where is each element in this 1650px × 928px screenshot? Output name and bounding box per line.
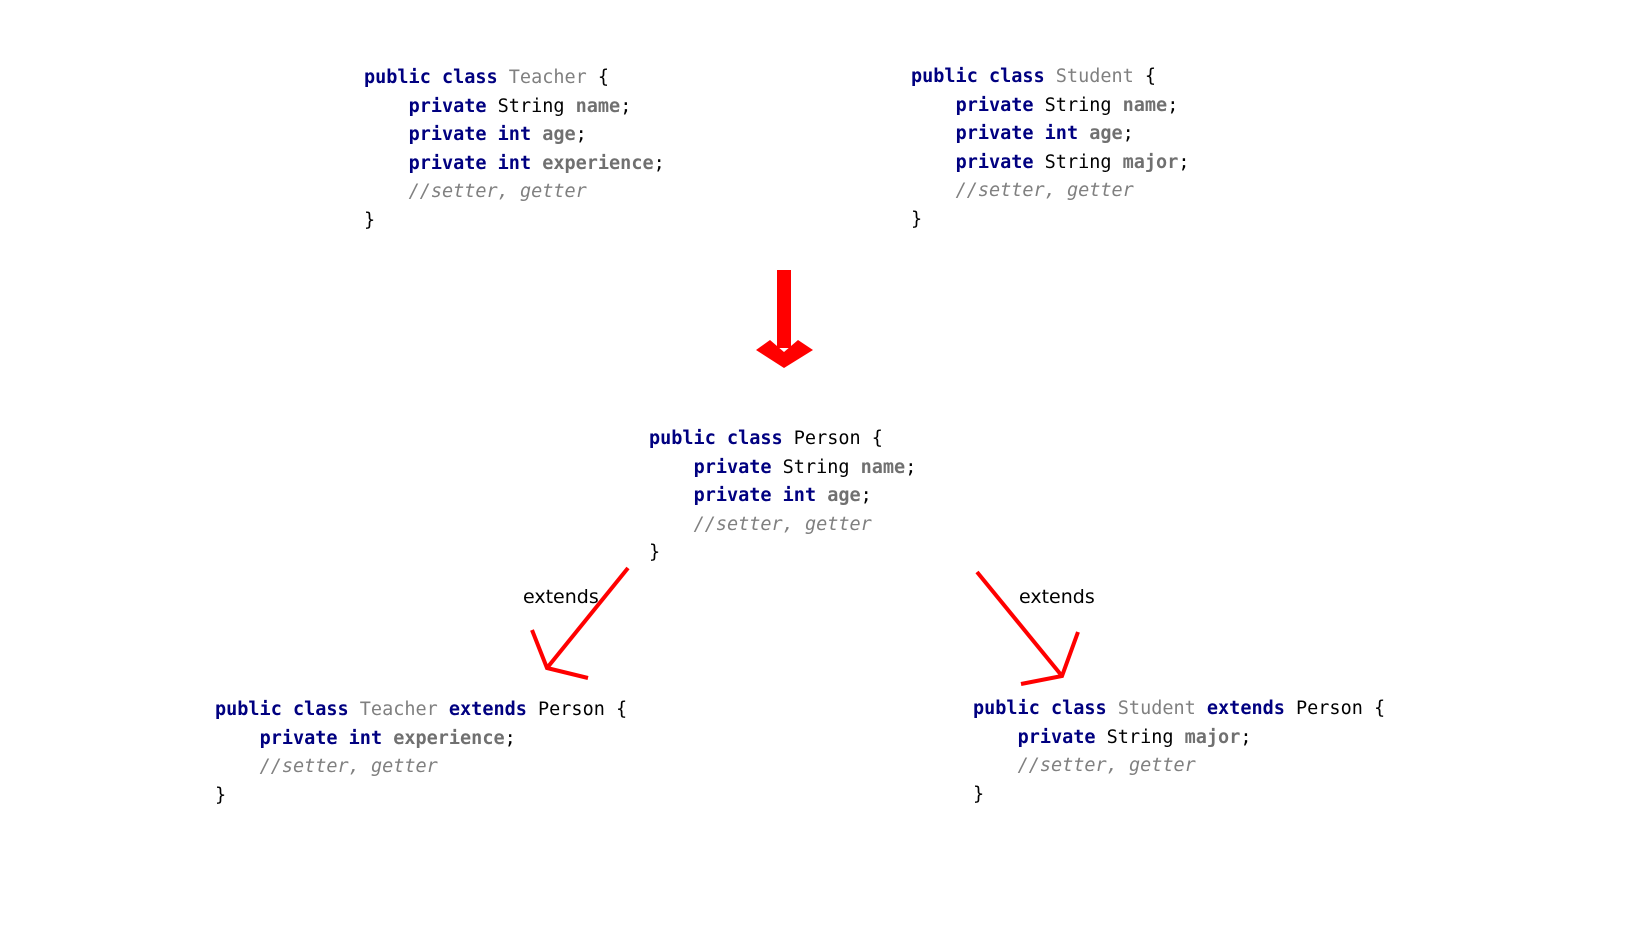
code-token-pl: ; xyxy=(653,152,665,174)
code-token-kw: public class xyxy=(973,698,1118,719)
code-token-fld: name xyxy=(860,456,906,478)
code-token-cmt: //setter, getter xyxy=(1017,755,1196,776)
code-token-ty: String xyxy=(782,456,861,478)
code-token-pl: ; xyxy=(575,124,587,145)
code-token-cls: Student xyxy=(1055,66,1134,87)
code-token-ty: String xyxy=(1044,94,1123,116)
code-line: public class Teacher { xyxy=(364,64,665,93)
code-token-pl: } xyxy=(911,208,923,230)
code-line: public class Student extends Person { xyxy=(973,695,1385,724)
code-line: } xyxy=(649,539,916,568)
code-line: private int age; xyxy=(364,121,665,150)
code-line: public class Person { xyxy=(649,425,916,454)
student-class-original: public class Student { private String na… xyxy=(911,63,1189,234)
code-token-pl: ; xyxy=(620,95,632,117)
code-line: } xyxy=(973,781,1385,810)
code-token-kw: private xyxy=(408,95,498,117)
code-token-ty: String xyxy=(1106,726,1185,748)
code-token-fld: age xyxy=(1089,123,1123,144)
code-token-kw: public class xyxy=(649,428,794,449)
code-line: private String name; xyxy=(364,93,665,122)
code-token-fld: experience xyxy=(393,727,505,749)
teacher-class-extends: public class Teacher extends Person { pr… xyxy=(215,696,627,810)
code-token-kw: public class xyxy=(911,66,1056,87)
student-class-extends: public class Student extends Person { pr… xyxy=(973,695,1385,809)
code-token-pl: ; xyxy=(1167,94,1179,116)
code-token-pl: } xyxy=(215,784,227,806)
code-token-kw: public class xyxy=(215,699,360,720)
code-line: private int age; xyxy=(649,482,916,511)
code-token-kw: private xyxy=(955,94,1045,116)
code-token-kw: private int xyxy=(693,485,828,506)
code-line: //setter, getter xyxy=(649,511,916,540)
down-arrow xyxy=(756,270,813,368)
code-token-cmt: //setter, getter xyxy=(259,756,438,777)
code-token-fld: name xyxy=(1122,94,1168,116)
extends-arrow-right xyxy=(975,570,1080,686)
extends-label-left: extends xyxy=(523,586,599,608)
code-line: private String major; xyxy=(911,149,1190,178)
code-line: } xyxy=(364,207,665,236)
code-token-ty: String xyxy=(1044,151,1123,173)
code-token-kw: private xyxy=(693,456,783,478)
code-token-cls: Student xyxy=(1117,698,1196,719)
code-token-pl: ; xyxy=(1122,123,1134,144)
code-token-kw: private int xyxy=(955,123,1090,144)
person-class: public class Person { private String nam… xyxy=(649,425,916,568)
code-line: private int age; xyxy=(911,120,1189,149)
code-token-ty: String xyxy=(497,95,576,117)
code-token-pl: { xyxy=(1133,66,1157,87)
code-line: } xyxy=(911,206,1189,235)
code-token-fld: name xyxy=(575,95,621,117)
code-token-pl: { xyxy=(586,67,610,88)
code-line: //setter, getter xyxy=(911,177,1189,206)
code-token-ty: Person xyxy=(793,428,861,449)
code-line: public class Student { xyxy=(911,63,1189,92)
code-token-pl: } xyxy=(649,542,661,563)
code-token-kw: private int xyxy=(259,727,394,749)
code-line: private String major; xyxy=(973,724,1385,753)
teacher-class-original: public class Teacher { private String na… xyxy=(364,64,665,235)
code-line: } xyxy=(215,782,627,811)
code-token-ty: Person xyxy=(538,699,605,720)
code-token-cmt: //setter, getter xyxy=(955,180,1134,201)
code-token-cls: Teacher xyxy=(359,699,438,720)
code-token-kw: extends xyxy=(437,699,539,720)
code-token-cls: Teacher xyxy=(508,67,587,88)
extends-arrow-left xyxy=(530,566,630,680)
code-line: //setter, getter xyxy=(364,178,665,207)
code-token-kw: private xyxy=(1017,726,1107,748)
code-token-kw: public class xyxy=(364,67,509,88)
extends-label-right: extends xyxy=(1019,586,1095,608)
code-line: private String name; xyxy=(911,92,1189,121)
code-token-pl: ; xyxy=(1178,151,1190,173)
code-line: private int experience; xyxy=(364,150,665,179)
code-line: private String name; xyxy=(649,454,917,483)
code-token-fld: age xyxy=(542,124,576,145)
code-line: //setter, getter xyxy=(215,753,627,782)
code-line: public class Teacher extends Person { xyxy=(215,696,627,725)
code-token-fld: experience xyxy=(542,152,654,174)
code-token-fld: major xyxy=(1184,726,1241,748)
code-token-pl: { xyxy=(1362,698,1386,719)
code-token-pl: } xyxy=(364,209,376,231)
code-token-cmt: //setter, getter xyxy=(408,181,587,202)
code-token-pl: ; xyxy=(1240,726,1252,748)
code-token-kw: private int xyxy=(408,124,543,145)
code-token-kw: extends xyxy=(1195,698,1297,719)
code-token-pl: ; xyxy=(504,727,516,749)
code-token-pl: { xyxy=(860,428,883,449)
code-token-pl: ; xyxy=(905,456,917,478)
code-token-kw: private xyxy=(955,151,1045,173)
code-token-pl: { xyxy=(604,699,628,720)
code-token-kw: private int xyxy=(408,152,543,174)
code-token-fld: age xyxy=(827,485,861,506)
code-token-fld: major xyxy=(1122,151,1179,173)
code-line: private int experience; xyxy=(215,725,627,754)
code-line: //setter, getter xyxy=(973,752,1385,781)
code-token-ty: Person xyxy=(1296,698,1363,719)
code-token-pl: ; xyxy=(860,485,872,506)
code-token-pl: } xyxy=(973,783,985,805)
code-token-cmt: //setter, getter xyxy=(693,513,872,535)
